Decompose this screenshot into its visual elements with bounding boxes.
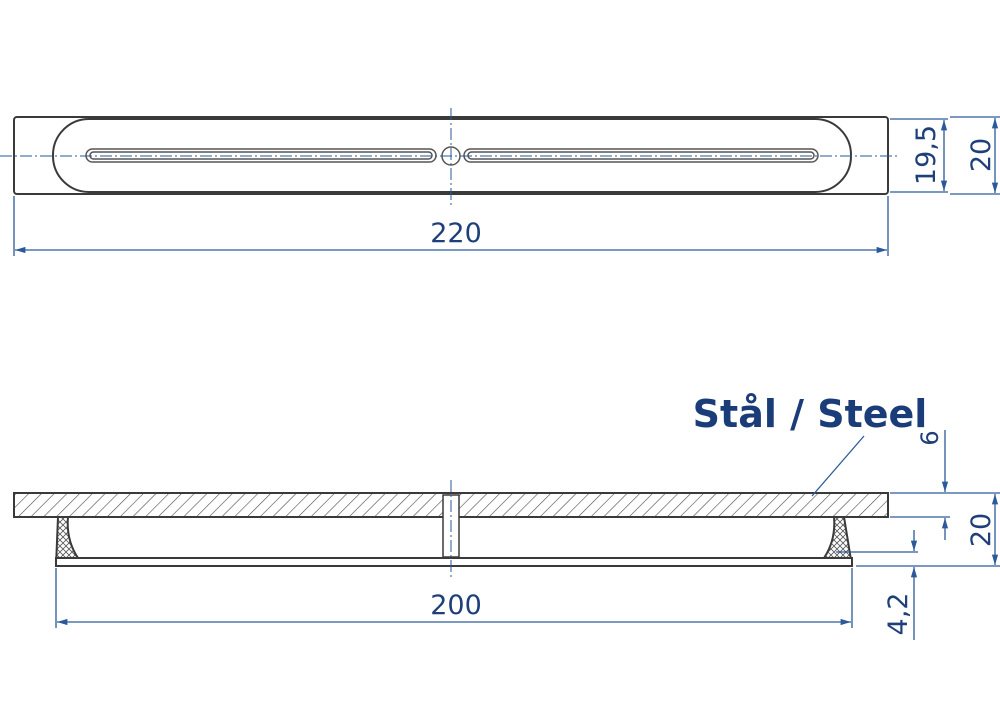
dim-20-top-label: 20 <box>966 138 997 172</box>
dim-19-5-label: 19,5 <box>911 125 942 185</box>
dim-20-side-label: 20 <box>966 513 997 547</box>
rubber-bottom <box>55 557 853 567</box>
side-view: Stål / Steel 200 6 20 4,2 <box>13 392 1000 640</box>
dim-4-2-label: 4,2 <box>883 593 914 636</box>
dim-200-label: 200 <box>430 590 482 621</box>
dim-6-label: 6 <box>916 430 944 445</box>
top-view: 220 19,5 20 <box>0 108 1000 256</box>
material-label: Stål / Steel <box>693 392 928 436</box>
dim-220-label: 220 <box>430 218 482 249</box>
material-leader <box>811 435 865 497</box>
